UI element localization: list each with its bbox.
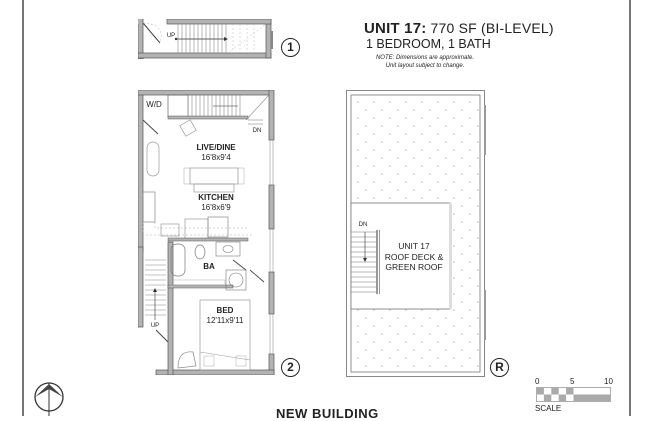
scale-tick-10: 10 [604,377,613,386]
roof-level-marker: R [490,358,509,377]
bed-label: BED 12'11x9'11 [206,306,243,326]
right-border-line [629,0,631,416]
scale-tick-0: 0 [535,377,540,386]
scale-tick-5: 5 [570,377,575,386]
kitchen-name: KITCHEN [198,193,234,202]
north-arrow-icon [34,382,64,416]
bed-name: BED [216,306,234,315]
stair-down-label: DN [252,128,262,134]
roof-drawing [346,90,486,377]
note-line-1: NOTE: Dimensions are approximate. [375,55,475,61]
stair-up-label-lower: UP [150,323,160,329]
live-dine-label: LIVE/DINE 16'8x9'4 [196,143,235,163]
stair-up-label: UP [166,33,176,39]
wd-label: W/D [146,100,162,109]
scale-bar: 0 5 10 SCALE [535,377,615,413]
bath-label: BA [203,262,215,271]
note-line-2: Unit layout subject to change. [385,63,465,69]
unit-size: 770 SF (BI-LEVEL) [430,20,554,36]
level-2-drawing [137,89,275,376]
level-1-plan: UP [137,18,278,60]
scale-label: SCALE [535,404,562,413]
building-title: NEW BUILDING [276,406,379,421]
level-2-plan: W/D DN LIVE/DINE 16'8x9'4 KITCHEN 16'8x6… [137,89,278,376]
live-dine-dimensions: 16'8x9'4 [201,153,231,162]
level-1-drawing [137,18,273,60]
scale-bar-graphic [536,387,611,402]
live-dine-name: LIVE/DINE [196,143,236,152]
level-2-marker: 2 [281,358,300,377]
left-border-line [22,0,24,416]
unit-rooms: 1 BEDROOM, 1 BATH [366,37,491,51]
kitchen-label: KITCHEN 16'8x6'9 [198,193,234,213]
bed-dimensions: 12'11x9'11 [206,316,244,325]
level-1-marker: 1 [281,38,300,57]
disclaimer-note: NOTE: Dimensions are approximate. Unit l… [374,54,476,70]
bath-name: BA [203,262,215,271]
roof-stair-down-label: DN [358,222,368,228]
roof-label-line-1: UNIT 17 [398,241,430,251]
roof-label-line-3: GREEN ROOF [385,262,443,272]
roof-label-line-2: ROOF DECK & [384,251,444,262]
unit-number: UNIT 17: [364,20,427,37]
unit-title: UNIT 17: 770 SF (BI-LEVEL) [364,20,554,37]
kitchen-dimensions: 16'8x6'9 [201,203,231,212]
roof-deck-label: UNIT 17 ROOF DECK & GREEN ROOF [385,241,444,273]
roof-plan: DN UNIT 17 ROOF DECK & GREEN ROOF [346,90,486,378]
